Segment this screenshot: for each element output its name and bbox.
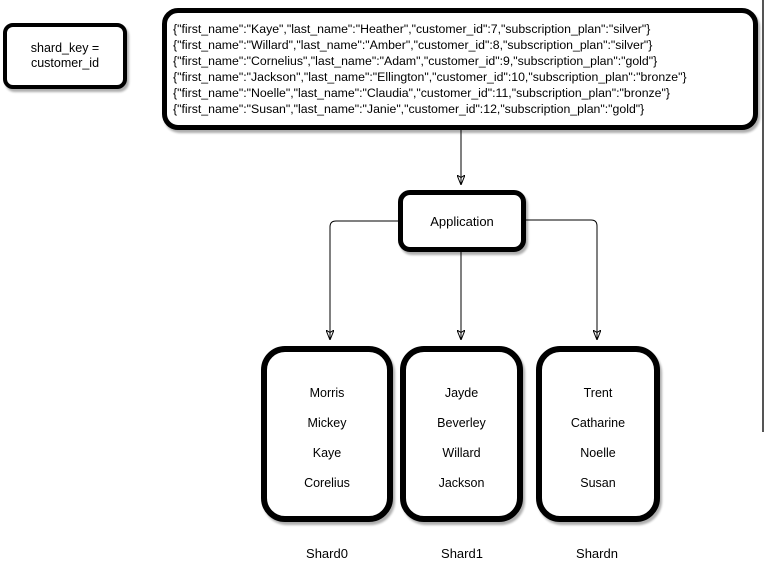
shard1-box: Jayde Beverley Willard Jackson: [400, 346, 523, 522]
shard0-name-2: Mickey: [307, 416, 347, 430]
shard1-name-3: Willard: [442, 446, 481, 460]
shard0-label: Shard0: [306, 546, 348, 561]
shardn-label: Shardn: [576, 546, 618, 561]
record-line-5: {"first_name":"Noelle","last_name":"Clau…: [173, 85, 670, 100]
shard-key-note-box: shard_key = customer_id: [3, 23, 127, 89]
application-box: Application: [398, 190, 526, 252]
record-line-4: {"first_name":"Jackson","last_name":"Ell…: [173, 69, 687, 84]
shard0-name-1: Morris: [309, 386, 345, 400]
shard1-name-2: Beverley: [437, 416, 486, 430]
shard1-name-4: Jackson: [438, 476, 485, 490]
shard0-box: Morris Mickey Kaye Corelius: [261, 346, 393, 522]
record-line-2: {"first_name":"Willard","last_name":"Amb…: [173, 37, 653, 52]
shard0-name-3: Kaye: [312, 446, 342, 460]
shard-key-note-line2: customer_id: [30, 56, 100, 70]
shard-key-note-line1: shard_key =: [30, 41, 100, 55]
shard1-label: Shard1: [441, 546, 483, 561]
shardn-name-1: Trent: [583, 386, 613, 400]
record-line-3: {"first_name":"Cornelius","last_name":"A…: [173, 53, 658, 68]
arrow-application-to-shardn: [525, 219, 597, 339]
right-edge-line: [762, 0, 764, 432]
record-line-1: {"first_name":"Kaye","last_name":"Heathe…: [173, 22, 651, 36]
arrow-application-to-shard0: [330, 220, 398, 339]
shard1-name-1: Jayde: [444, 386, 479, 400]
shardn-name-4: Susan: [580, 476, 616, 490]
shardn-box: Trent Catharine Noelle Susan: [536, 346, 660, 522]
customer-records-box: {"first_name":"Kaye","last_name":"Heathe…: [162, 8, 758, 130]
shardn-name-3: Noelle: [580, 446, 616, 460]
shard0-name-4: Corelius: [304, 476, 350, 490]
application-label: Application: [430, 213, 494, 229]
shardn-name-2: Catharine: [570, 416, 626, 430]
record-line-6: {"first_name":"Susan","last_name":"Janie…: [173, 101, 645, 116]
